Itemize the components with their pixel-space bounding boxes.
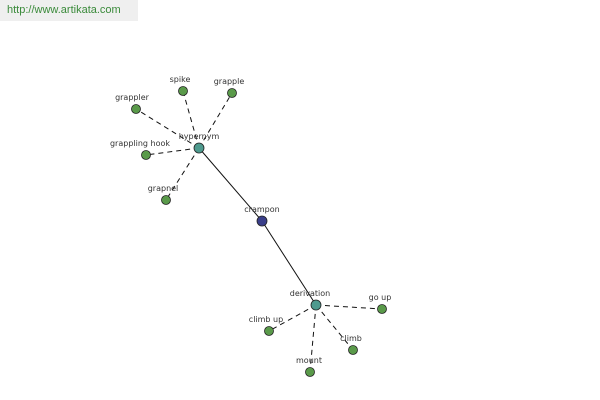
node-crampon-dot[interactable] bbox=[256, 215, 268, 227]
edge-crampon-derivation bbox=[261, 220, 317, 306]
node-crampon-label: crampon bbox=[244, 205, 279, 214]
edge-crampon-hypernym bbox=[198, 147, 263, 222]
edge-derivation-climb bbox=[315, 304, 354, 351]
node-grapnel-dot[interactable] bbox=[161, 195, 171, 205]
node-climb-up-dot[interactable] bbox=[264, 326, 274, 336]
node-grappler-dot[interactable] bbox=[131, 104, 141, 114]
node-grapple[interactable]: grapple bbox=[214, 77, 245, 98]
node-climb-label: climb bbox=[340, 334, 362, 343]
node-spike-label: spike bbox=[170, 75, 191, 84]
node-grappling-hook[interactable]: grappling hook bbox=[110, 139, 170, 160]
node-grapple-dot[interactable] bbox=[227, 88, 237, 98]
edge-derivation-go-up bbox=[315, 304, 383, 310]
node-derivation-dot[interactable] bbox=[310, 299, 322, 311]
edge-hypernym-grappler bbox=[135, 108, 200, 149]
edge-hypernym-grapnel bbox=[165, 147, 200, 201]
url-banner: http://www.artikata.com bbox=[0, 0, 138, 21]
node-crampon[interactable]: crampon bbox=[244, 205, 280, 227]
node-grappling-hook-label: grappling hook bbox=[110, 139, 170, 148]
node-spike[interactable]: spike bbox=[170, 75, 191, 96]
node-mount-label: mount bbox=[296, 356, 322, 365]
node-spike-dot[interactable] bbox=[178, 86, 188, 96]
node-grapnel[interactable]: grapnel bbox=[148, 184, 179, 205]
node-climb-up-label: climb up bbox=[249, 315, 283, 324]
node-mount[interactable]: mount bbox=[296, 356, 322, 377]
node-hypernym-dot[interactable] bbox=[193, 142, 205, 154]
node-go-up[interactable]: go up bbox=[369, 293, 392, 314]
node-hypernym[interactable]: hypernym bbox=[179, 132, 220, 154]
graph-nodes: spike grapple grappler grappling hook grapne… bbox=[110, 75, 391, 377]
node-go-up-dot[interactable] bbox=[377, 304, 387, 314]
edge-hypernym-grappling-hook bbox=[145, 147, 200, 156]
node-hypernym-label: hypernym bbox=[179, 132, 220, 141]
edge-derivation-mount bbox=[309, 304, 317, 373]
node-grappler-label: grappler bbox=[115, 93, 150, 102]
node-mount-dot[interactable] bbox=[305, 367, 315, 377]
node-climb[interactable]: climb bbox=[340, 334, 362, 355]
site-url[interactable]: http://www.artikata.com bbox=[7, 4, 121, 16]
edge-hypernym-grapple bbox=[198, 92, 233, 149]
node-derivation[interactable]: derivation bbox=[290, 289, 330, 311]
node-grapnel-label: grapnel bbox=[148, 184, 179, 193]
node-grapple-label: grapple bbox=[214, 77, 245, 86]
graph-edges bbox=[135, 90, 383, 373]
node-grappling-hook-dot[interactable] bbox=[141, 150, 151, 160]
node-climb-dot[interactable] bbox=[348, 345, 358, 355]
node-climb-up[interactable]: climb up bbox=[249, 315, 283, 336]
node-grappler[interactable]: grappler bbox=[115, 93, 150, 114]
node-go-up-label: go up bbox=[369, 293, 392, 302]
node-derivation-label: derivation bbox=[290, 289, 330, 298]
edge-hypernym-spike bbox=[182, 90, 200, 149]
